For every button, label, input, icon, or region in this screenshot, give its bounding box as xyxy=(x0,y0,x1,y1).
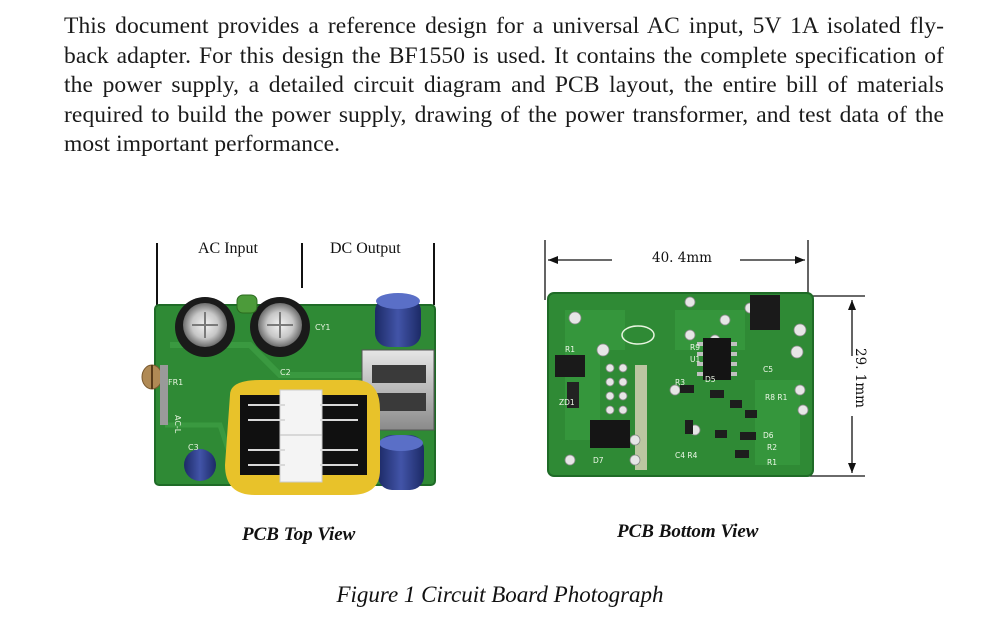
silk-r2: R2 xyxy=(767,443,777,452)
silk-u1: U1 xyxy=(690,355,700,364)
smd-ic-corner xyxy=(750,295,780,330)
silk-c2: C2 xyxy=(280,368,291,377)
ac-input-pins xyxy=(160,365,168,425)
figure-caption: Figure 1 Circuit Board Photograph xyxy=(336,582,664,607)
ac-input-left-marker xyxy=(156,243,158,305)
silk-d6: D6 xyxy=(763,431,774,440)
silk-cy1: CY1 xyxy=(315,323,330,332)
smd-ic-u1 xyxy=(703,338,731,380)
ac-dc-divider-marker xyxy=(301,243,303,288)
silk-fr1: FR1 xyxy=(168,378,183,387)
silk-d7: D7 xyxy=(593,456,604,465)
smd-diode-d7 xyxy=(590,420,630,448)
silk-d5: D5 xyxy=(705,375,716,384)
dc-output-label: DC Output xyxy=(330,240,401,257)
dc-output-right-marker xyxy=(433,243,435,305)
silk-r8r1: R8 R1 xyxy=(765,393,788,402)
silk-c4r4: C4 R4 xyxy=(675,451,698,460)
pcb-width-label: 40. 4mm xyxy=(652,250,712,266)
silk-r3: R3 xyxy=(675,378,685,387)
pcb-bottom-view-photo: R1 ZD1 D7 R9 U1 C5 R8 R1 R3 D6 R2 C4 R4 … xyxy=(547,292,814,477)
ac-input-label: AC Input xyxy=(198,240,258,257)
silk-r1b: R1 xyxy=(767,458,777,467)
bottom-view-caption: PCB Bottom View xyxy=(617,521,759,542)
silk-r9: R9 xyxy=(690,343,700,352)
silk-zd1: ZD1 xyxy=(559,398,575,407)
silk-acl: AC-L xyxy=(173,415,182,434)
capacitor-blue-top xyxy=(375,297,421,347)
capacitor-c3 xyxy=(184,449,216,481)
silk-r1a: R1 xyxy=(565,345,575,354)
transformer-bobbin xyxy=(279,389,323,483)
smd-bridge xyxy=(555,355,585,377)
silk-c3: C3 xyxy=(188,443,199,452)
intro-paragraph: This document provides a reference desig… xyxy=(64,13,944,157)
pcb-top-view-photo: CY1 C2 FR1 AC-L C3 xyxy=(141,293,436,495)
top-view-caption: PCB Top View xyxy=(242,524,356,545)
transformer-core-right xyxy=(315,395,367,475)
pcb-height-label: 29. 1mm xyxy=(851,348,868,408)
silk-c5: C5 xyxy=(763,365,773,374)
